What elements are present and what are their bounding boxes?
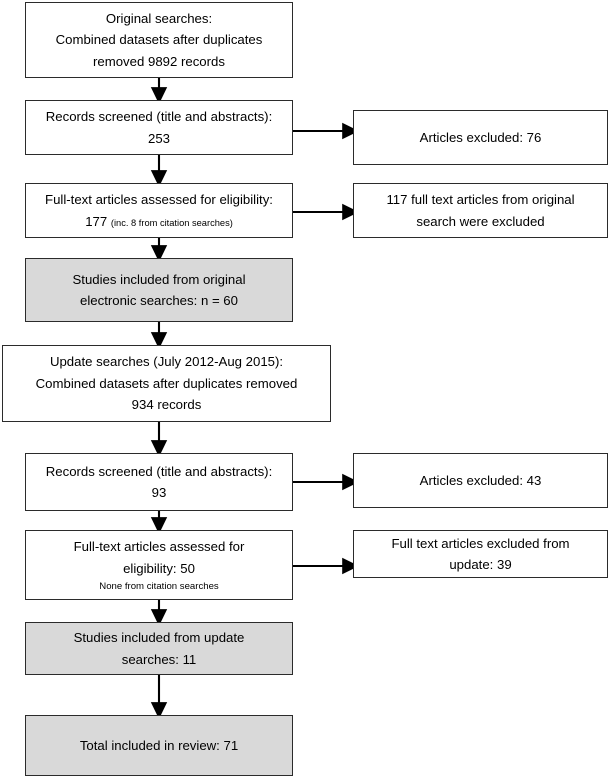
node-line: Articles excluded: 43	[419, 472, 542, 488]
node-original-searches: Original searches: Combined datasets aft…	[25, 2, 293, 78]
node-line: Combined datasets after duplicates	[55, 32, 263, 48]
node-line: 117 full text articles from original	[386, 192, 575, 208]
node-total-included: Total included in review: 71	[25, 715, 293, 776]
node-fulltext-assessed-original: Full-text articles assessed for eligibil…	[25, 183, 293, 238]
node-line: searches: 11	[121, 651, 197, 667]
node-line: search were excluded	[416, 213, 545, 229]
node-count: 177	[85, 213, 108, 229]
node-line: Full-text articles assessed for eligibil…	[45, 192, 273, 208]
node-line: Studies included from update	[73, 630, 245, 646]
node-line: 93	[151, 485, 167, 500]
node-line: Full-text articles assessed for	[73, 539, 245, 555]
node-line: electronic searches: n = 60	[80, 293, 238, 308]
node-line: Full text articles excluded from	[391, 535, 570, 551]
node-line: 934 records	[131, 397, 202, 413]
node-line: removed 9892 records	[93, 53, 225, 69]
node-line: Records screened (title and abstracts):	[45, 109, 273, 125]
node-line: Combined datasets after duplicates remov…	[35, 375, 298, 391]
node-articles-excluded-update: Articles excluded: 43	[353, 453, 608, 508]
node-fulltext-assessed-update: Full-text articles assessed for eligibil…	[25, 530, 293, 600]
node-line: Studies included from original	[72, 271, 246, 287]
node-articles-excluded-original: Articles excluded: 76	[353, 110, 608, 165]
node-studies-included-original: Studies included from original electroni…	[25, 258, 293, 322]
node-line: 253	[147, 130, 170, 146]
node-records-screened-update: Records screened (title and abstracts): …	[25, 453, 293, 511]
node-line: Total included in review: 71	[79, 737, 239, 753]
node-line: eligibility: 50	[123, 560, 195, 576]
node-line: Original searches:	[105, 10, 213, 26]
node-line: Articles excluded: 76	[419, 129, 542, 145]
node-studies-included-update: Studies included from update searches: 1…	[25, 622, 293, 675]
node-note: None from citation searches	[99, 580, 219, 592]
node-fulltext-excluded-original: 117 full text articles from original sea…	[353, 183, 608, 238]
node-fulltext-excluded-update: Full text articles excluded from update:…	[353, 530, 608, 578]
node-line: update: 39	[449, 557, 512, 572]
node-line-with-note: 177 (inc. 8 from citation searches)	[85, 211, 233, 232]
node-line: Update searches (July 2012-Aug 2015):	[49, 354, 284, 370]
node-update-searches: Update searches (July 2012-Aug 2015): Co…	[2, 345, 331, 422]
node-records-screened-original: Records screened (title and abstracts): …	[25, 100, 293, 155]
node-line: Records screened (title and abstracts):	[45, 463, 273, 479]
node-note: (inc. 8 from citation searches)	[110, 217, 233, 228]
